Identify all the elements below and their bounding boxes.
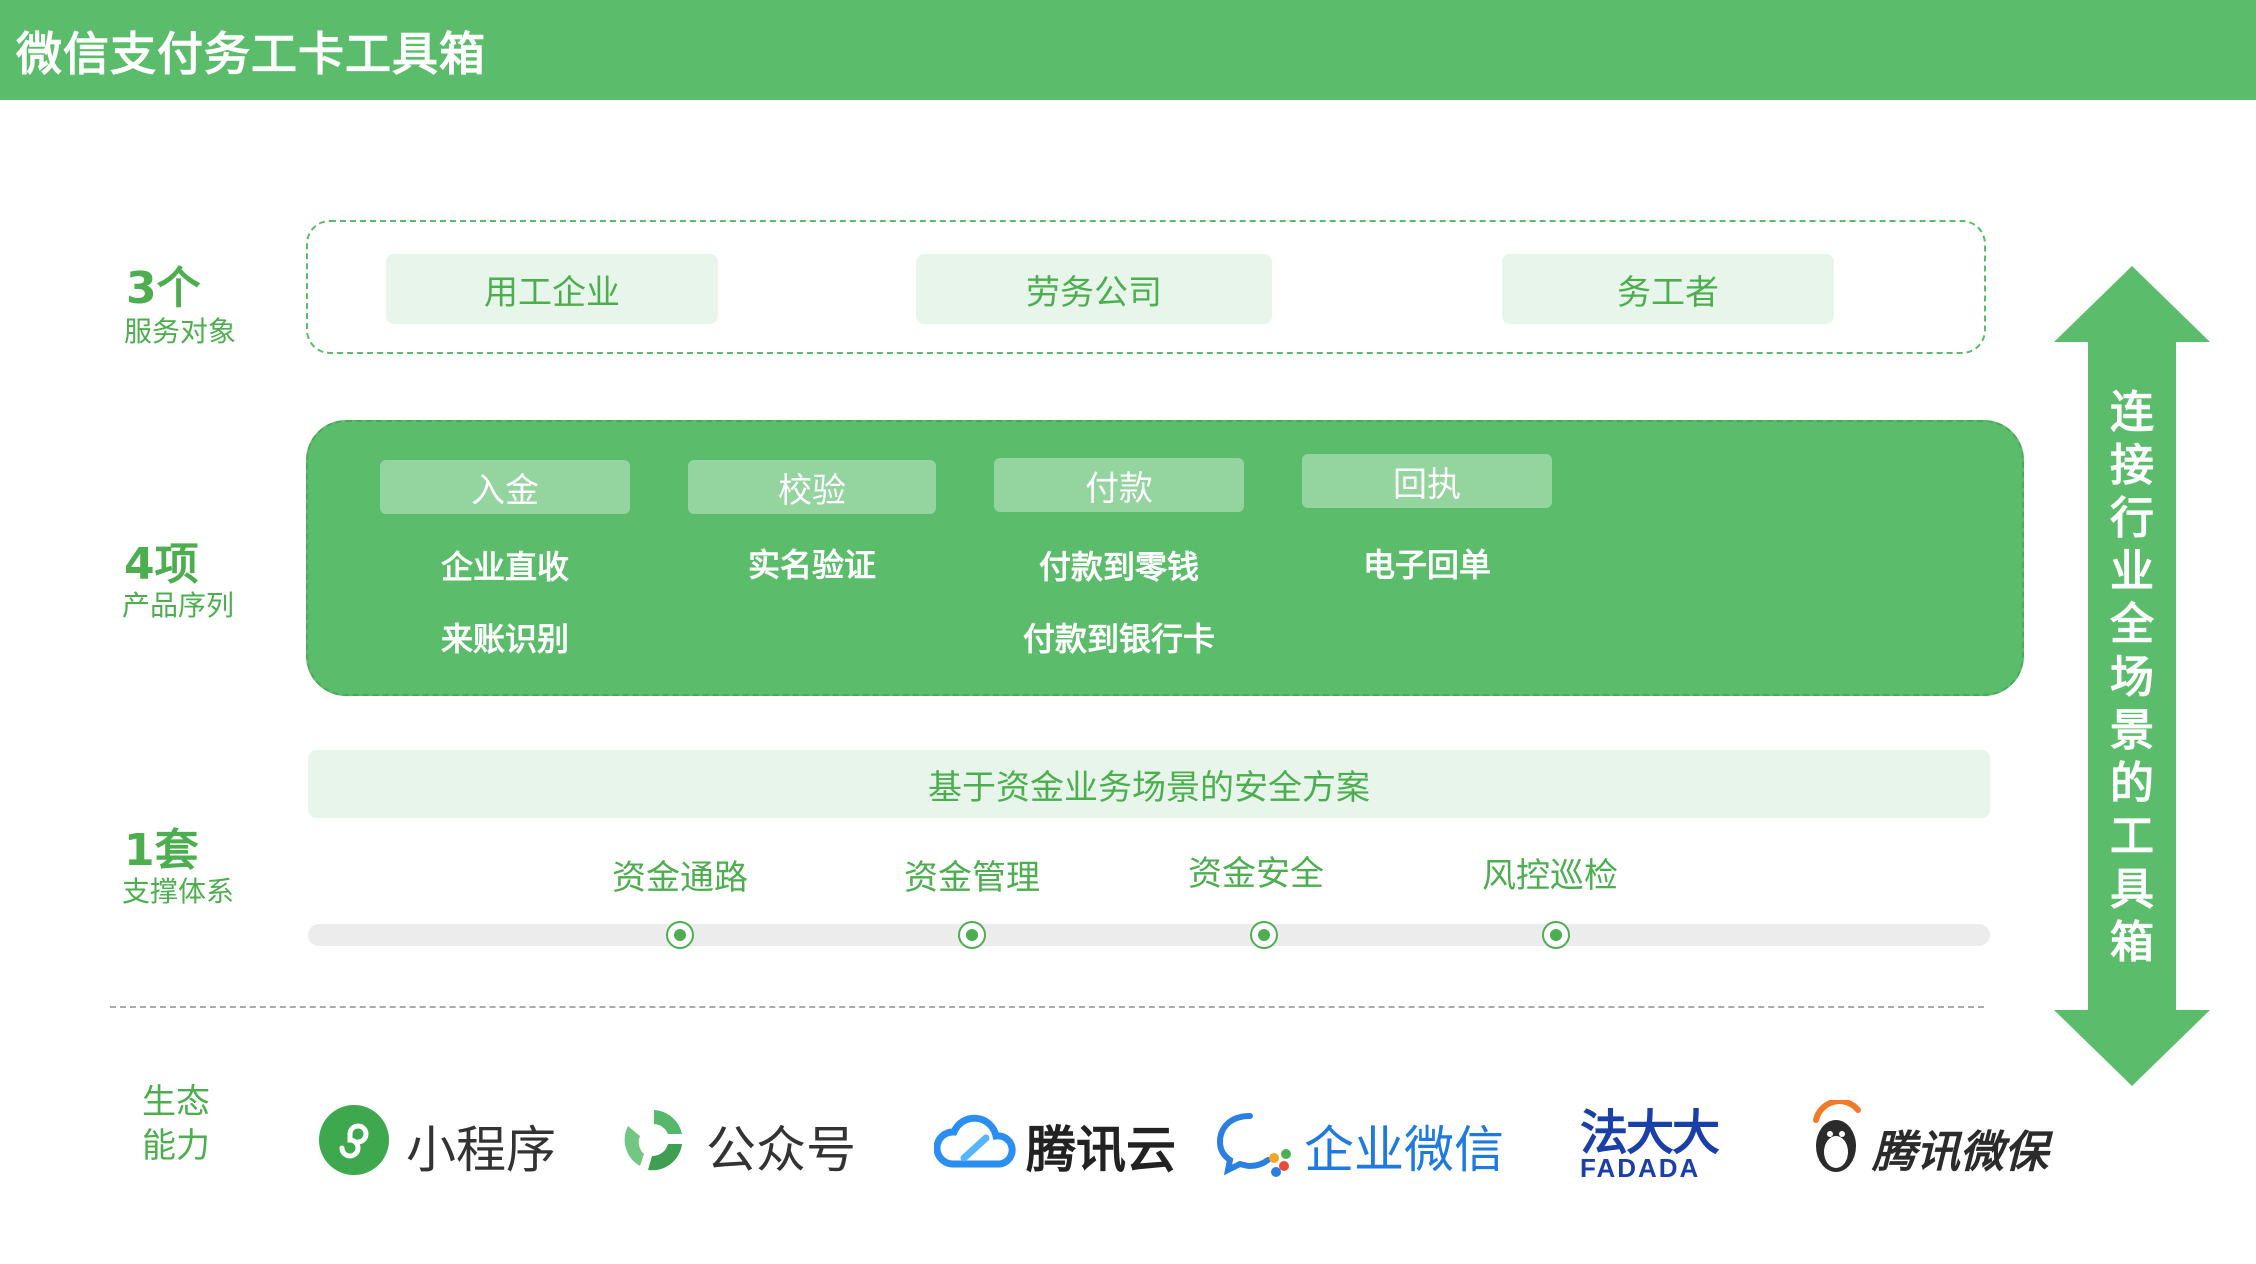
miniprogram-label: 小程序 bbox=[406, 1121, 556, 1179]
service-item-worker: 务工者 bbox=[1502, 254, 1834, 324]
tab-verify: 校验 bbox=[688, 460, 936, 514]
timeline-dot-2 bbox=[958, 921, 986, 949]
product-incoming-recognition: 来账识别 bbox=[440, 620, 569, 658]
arrow-label: 连 接 行 业 全 场 景 的 工 具 箱 bbox=[2097, 386, 2167, 969]
support-fund-management: 资金管理 bbox=[904, 858, 1040, 898]
arrow-char: 全 bbox=[2110, 599, 2154, 650]
support-risk-inspection: 风控巡检 bbox=[1482, 856, 1618, 896]
arrow-char: 的 bbox=[2110, 758, 2154, 809]
support-fund-security: 资金安全 bbox=[1188, 854, 1324, 894]
arrow-char: 场 bbox=[2110, 652, 2154, 703]
fadada-logo-cn: 法大大 bbox=[1580, 1105, 1720, 1161]
timeline-dot-1 bbox=[666, 921, 694, 949]
product-pay-to-bankcard: 付款到银行卡 bbox=[1022, 620, 1215, 658]
product-e-receipt: 电子回单 bbox=[1362, 546, 1491, 584]
arrow-char: 连 bbox=[2110, 387, 2154, 438]
arrow-char: 景 bbox=[2110, 705, 2154, 756]
arrow-char: 工 bbox=[2110, 811, 2154, 862]
official-account-label: 公众号 bbox=[706, 1121, 856, 1179]
tab-deposit: 入金 bbox=[380, 460, 630, 514]
security-banner: 基于资金业务场景的安全方案 bbox=[308, 750, 1990, 818]
fadada-logo-en: FADADA bbox=[1580, 1153, 1701, 1183]
support-label: 支撑体系 bbox=[122, 875, 235, 908]
product-direct-collect: 企业直收 bbox=[440, 548, 569, 586]
product-realname-verify: 实名验证 bbox=[747, 546, 876, 584]
support-fund-channel: 资金通路 bbox=[612, 858, 748, 898]
eco-label-line1: 生态 bbox=[142, 1082, 210, 1122]
service-label: 服务对象 bbox=[124, 315, 237, 348]
arrow-char: 接 bbox=[2110, 440, 2154, 491]
service-box bbox=[306, 220, 1986, 354]
weibao-penguin-icon bbox=[1806, 1098, 1866, 1176]
product-label: 产品序列 bbox=[122, 589, 235, 622]
timeline-track bbox=[308, 924, 1990, 946]
official-account-icon bbox=[618, 1104, 690, 1176]
support-count: 1套 bbox=[124, 825, 199, 876]
tencent-cloud-label: 腾讯云 bbox=[1026, 1121, 1176, 1179]
header-bar bbox=[0, 0, 2256, 100]
weibao-label: 腾讯微保 bbox=[1872, 1127, 2048, 1178]
timeline-dot-4 bbox=[1542, 921, 1570, 949]
arrow-char: 箱 bbox=[2110, 917, 2154, 968]
vertical-double-arrow bbox=[2054, 266, 2210, 1086]
timeline-dot-3 bbox=[1250, 921, 1278, 949]
product-pay-to-balance: 付款到零钱 bbox=[1038, 548, 1199, 586]
product-count: 4项 bbox=[124, 539, 199, 590]
wecom-label: 企业微信 bbox=[1304, 1121, 1504, 1179]
tab-receipt: 回执 bbox=[1302, 454, 1552, 508]
arrow-char: 业 bbox=[2110, 546, 2154, 597]
service-count: 3个 bbox=[126, 263, 201, 314]
eco-label-line2: 能力 bbox=[142, 1126, 210, 1166]
arrow-char: 行 bbox=[2110, 493, 2154, 544]
divider bbox=[110, 1006, 1984, 1008]
page-title: 微信支付务工卡工具箱 bbox=[16, 27, 486, 81]
wecom-icon bbox=[1216, 1110, 1296, 1180]
service-item-employer: 用工企业 bbox=[386, 254, 718, 324]
miniprogram-icon bbox=[318, 1104, 390, 1176]
tencent-cloud-icon bbox=[933, 1114, 1018, 1172]
arrow-char: 具 bbox=[2110, 864, 2154, 915]
tab-payout: 付款 bbox=[994, 458, 1244, 512]
service-item-labor-company: 劳务公司 bbox=[916, 254, 1272, 324]
